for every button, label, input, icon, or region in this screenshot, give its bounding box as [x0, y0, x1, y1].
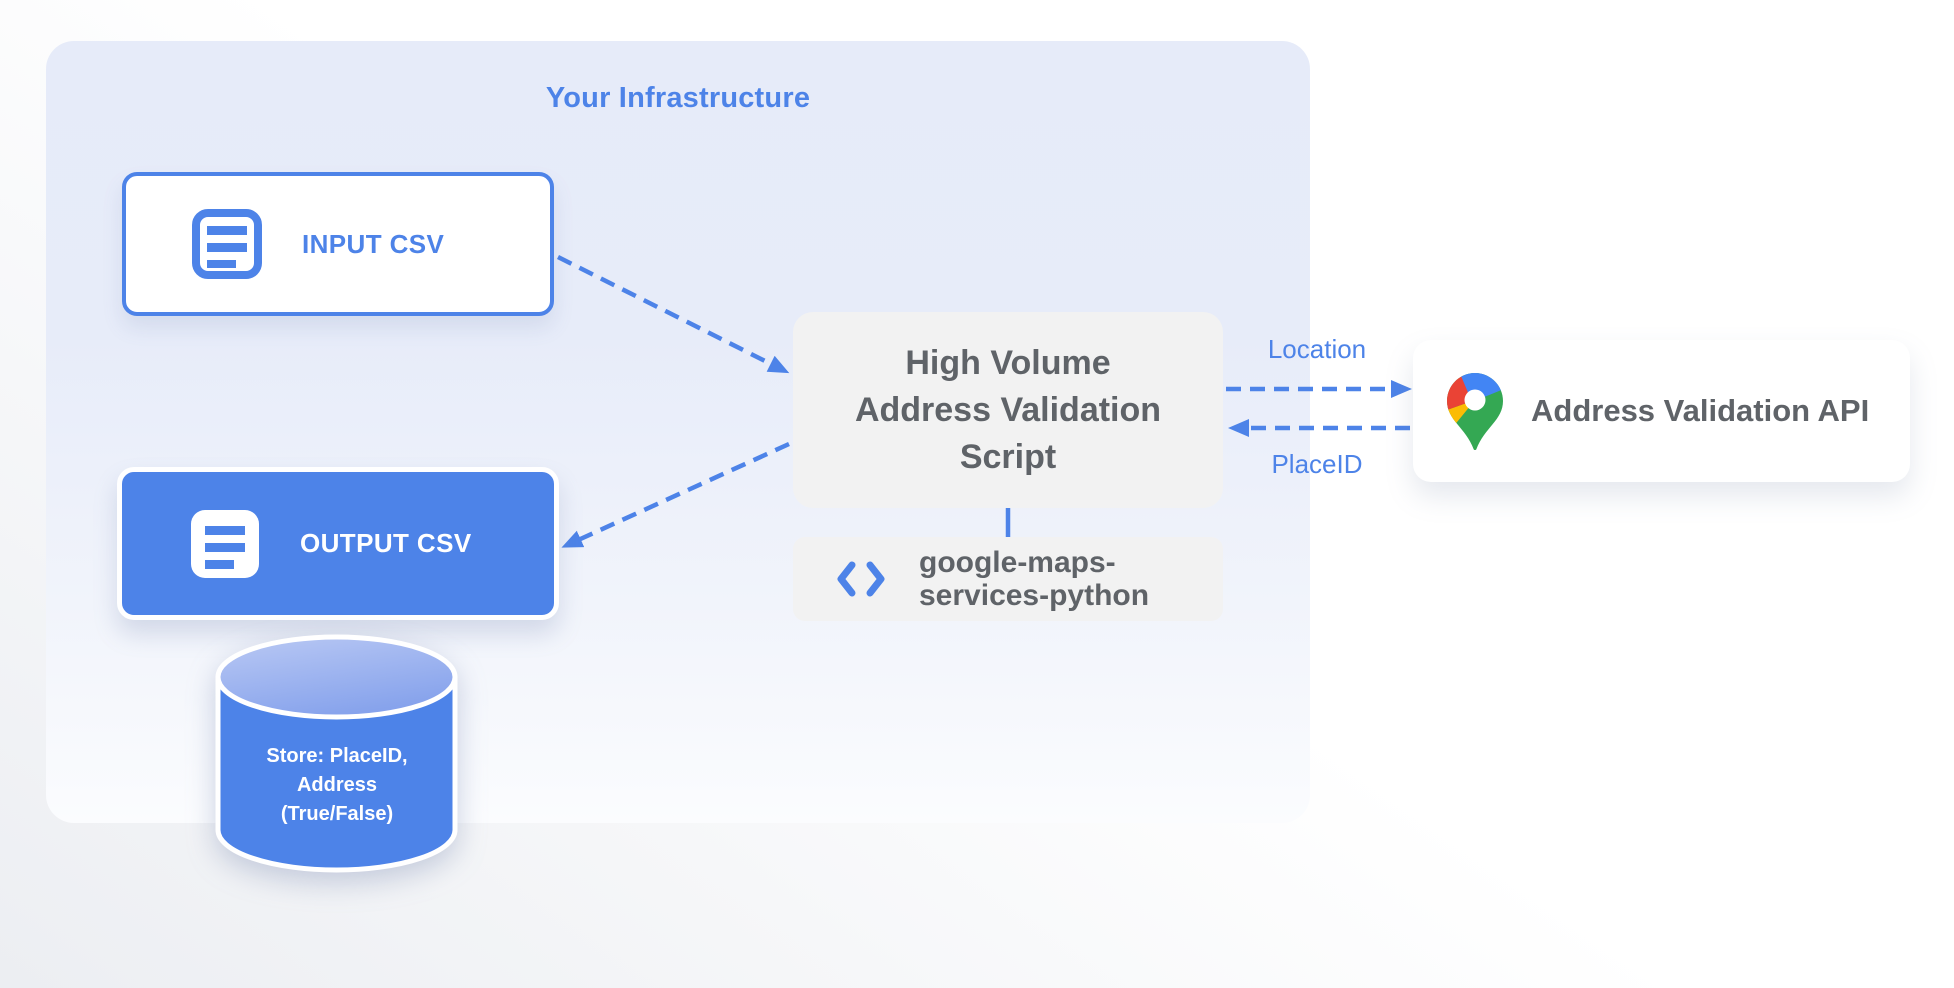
datastore-line: Address — [296, 774, 378, 796]
script-line: Address Validation — [854, 390, 1162, 429]
datastore-cylinder — [215, 634, 458, 873]
code-icon — [835, 560, 887, 598]
input-csv-label: INPUT CSV — [302, 228, 445, 259]
api-node: Address Validation API — [1413, 340, 1910, 482]
library-node: google-maps- services-python — [793, 537, 1223, 621]
script-line: High Volume — [905, 343, 1111, 382]
location-edge-label: Location — [1267, 334, 1367, 364]
output-csv-node: OUTPUT CSV — [117, 467, 559, 620]
datastore-line: (True/False) — [280, 803, 394, 825]
script-line: Script — [959, 437, 1057, 476]
input-csv-node: INPUT CSV — [122, 172, 554, 316]
library-label: google-maps- services-python — [919, 546, 1149, 612]
api-label: Address Validation API — [1531, 393, 1870, 428]
document-icon — [190, 509, 260, 579]
google-maps-pin-icon — [1446, 372, 1504, 450]
datastore-line: Store: PlaceID, — [266, 745, 408, 767]
library-line: google-maps- — [919, 546, 1116, 579]
script-node: High Volume Address Validation Script — [793, 312, 1223, 508]
infrastructure-title: Your Infrastructure — [545, 82, 811, 114]
library-line: services-python — [919, 579, 1150, 612]
document-icon — [192, 209, 262, 279]
placeid-edge-label: PlaceID — [1271, 449, 1363, 479]
output-csv-label: OUTPUT CSV — [300, 528, 472, 558]
datastore-label: Store: PlaceID, Address (True/False) — [212, 742, 462, 829]
